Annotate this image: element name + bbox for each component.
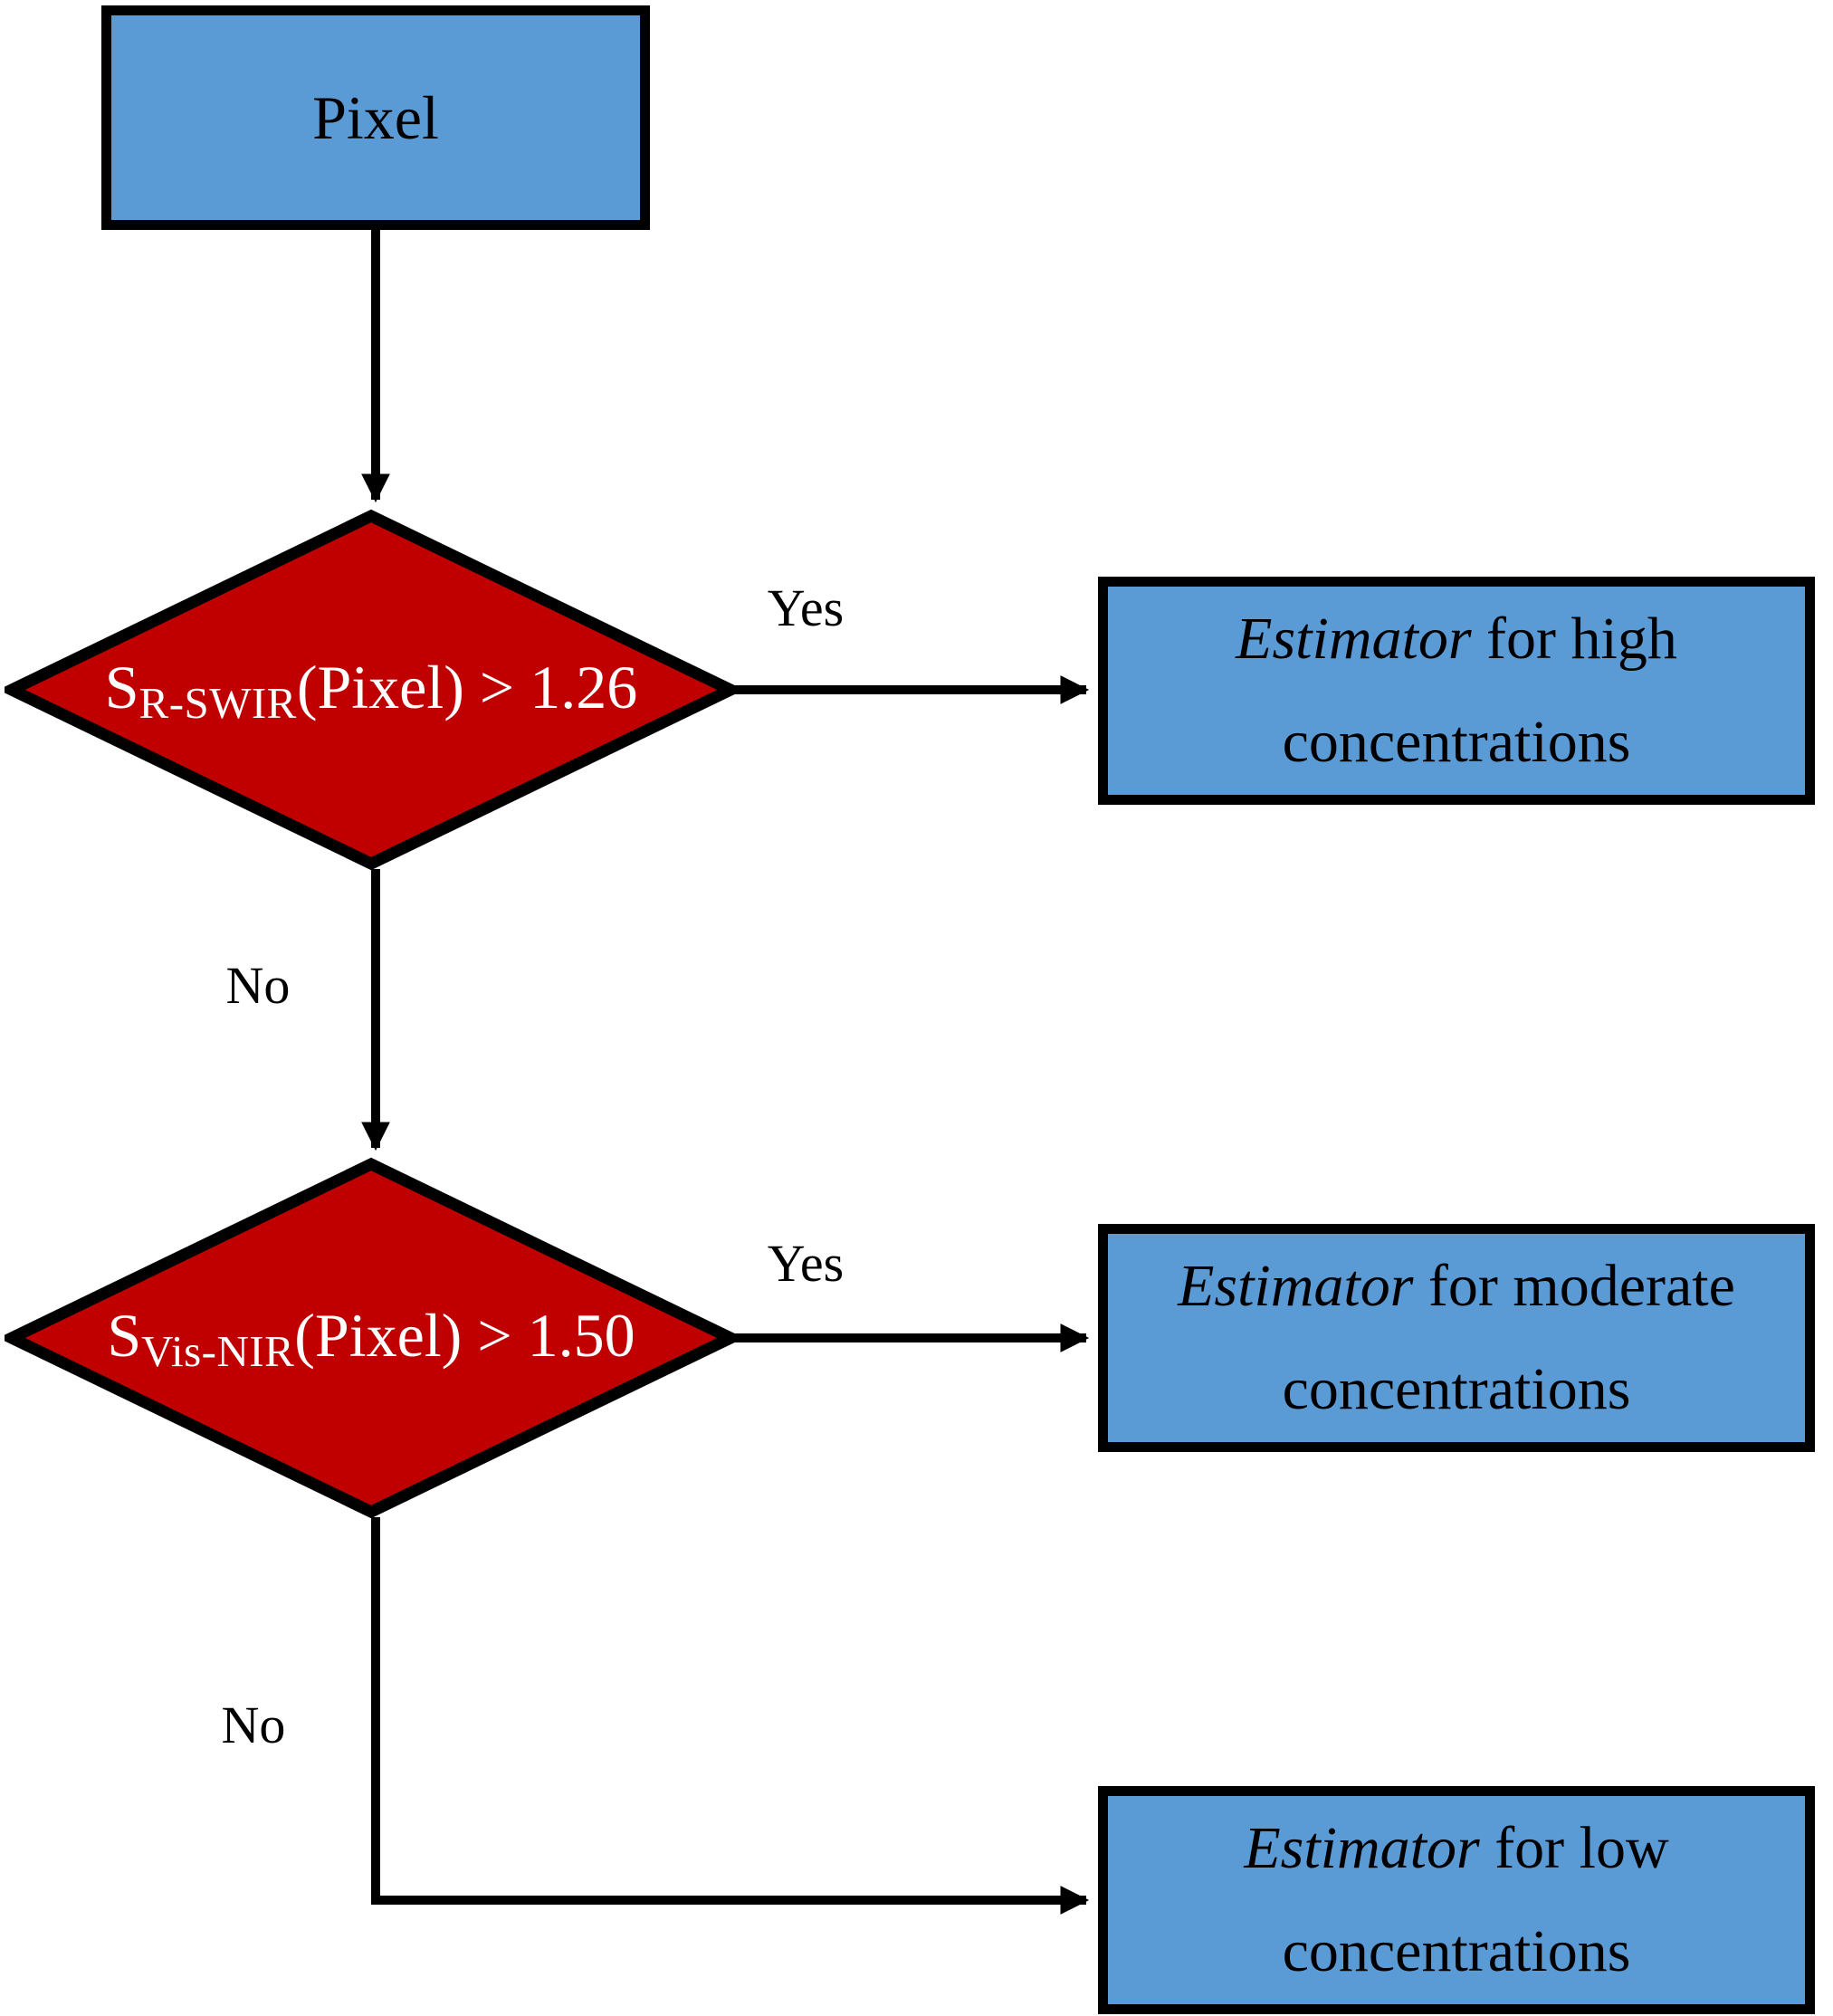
formula-subscript: Vis-NIR bbox=[141, 1325, 295, 1376]
outcome-rest: for moderate concentrations bbox=[1282, 1253, 1735, 1422]
decision2-formula: SVis-NIR(Pixel) > 1.50 bbox=[5, 1157, 738, 1519]
edge-label-decision1-yes: Yes bbox=[767, 578, 845, 637]
arrow-decision2-no-to-low bbox=[371, 1517, 1090, 1915]
start-node-label: Pixel bbox=[312, 82, 439, 152]
edge-label-decision2-no: No bbox=[221, 1696, 286, 1754]
outcome-rest: for low concentrations bbox=[1282, 1815, 1669, 1984]
formula-base: S bbox=[104, 652, 139, 721]
start-node: Pixel bbox=[101, 5, 650, 230]
outcome-emphasis: Estimator bbox=[1178, 1253, 1414, 1320]
outcome-node-low: Estimator for low concentrations bbox=[1098, 1786, 1815, 2014]
decision1-formula: SR-SWIR(Pixel) > 1.26 bbox=[5, 509, 738, 871]
outcome-emphasis: Estimator bbox=[1236, 606, 1472, 673]
diamond-shape bbox=[5, 509, 738, 871]
formula-suffix: (Pixel) > 1.26 bbox=[296, 652, 638, 721]
outcome-high-label: Estimator for high concentrations bbox=[1140, 588, 1773, 793]
outcome-node-moderate: Estimator for moderate concentrations bbox=[1098, 1224, 1815, 1452]
outcome-low-label: Estimator for low concentrations bbox=[1140, 1797, 1773, 2002]
decision-node-vis-nir: SVis-NIR(Pixel) > 1.50 bbox=[5, 1157, 738, 1519]
formula-subscript: R-SWIR bbox=[138, 677, 297, 728]
edge-label-decision2-yes: Yes bbox=[767, 1234, 845, 1293]
outcome-rest: for high concentrations bbox=[1282, 606, 1677, 775]
formula-suffix: (Pixel) > 1.50 bbox=[294, 1300, 635, 1370]
outcome-emphasis: Estimator bbox=[1244, 1815, 1480, 1882]
diamond-shape bbox=[5, 1157, 738, 1519]
outcome-node-high: Estimator for high concentrations bbox=[1098, 577, 1815, 805]
edge-label-decision1-no: No bbox=[225, 956, 291, 1015]
formula-base: S bbox=[107, 1300, 142, 1370]
decision-node-r-swir: SR-SWIR(Pixel) > 1.26 bbox=[5, 509, 738, 871]
outcome-moderate-label: Estimator for moderate concentrations bbox=[1140, 1235, 1773, 1440]
